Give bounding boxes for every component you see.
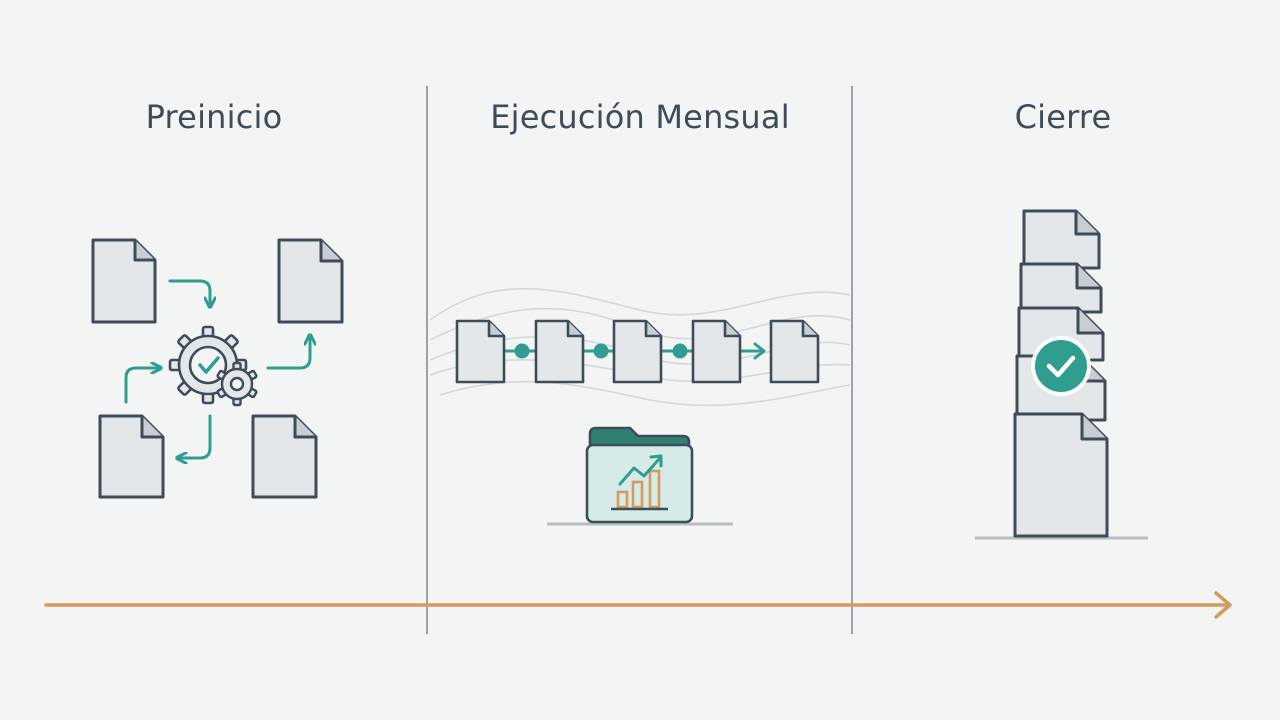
cierre-illustration bbox=[975, 209, 1148, 540]
phase-title-cierre: Cierre bbox=[1014, 98, 1112, 136]
ejecucion-illustration bbox=[429, 287, 851, 526]
document-icon bbox=[251, 414, 318, 499]
preinicio-illustration bbox=[91, 238, 344, 499]
cycle-arrows-icon bbox=[124, 279, 310, 458]
check-badge-icon bbox=[1031, 336, 1091, 396]
phase-title-ejecucion-mensual: Ejecución Mensual bbox=[490, 98, 790, 136]
document-chain-icon bbox=[455, 319, 820, 384]
gears-check-icon bbox=[168, 325, 258, 407]
chain-connectors bbox=[504, 342, 766, 360]
document-icon bbox=[91, 238, 157, 324]
document-icon bbox=[277, 238, 344, 324]
document-icon bbox=[98, 414, 165, 499]
folder-growth-chart-icon bbox=[547, 426, 733, 526]
phase-title-preinicio: Preinicio bbox=[145, 98, 283, 136]
timeline-arrow bbox=[44, 591, 1232, 619]
